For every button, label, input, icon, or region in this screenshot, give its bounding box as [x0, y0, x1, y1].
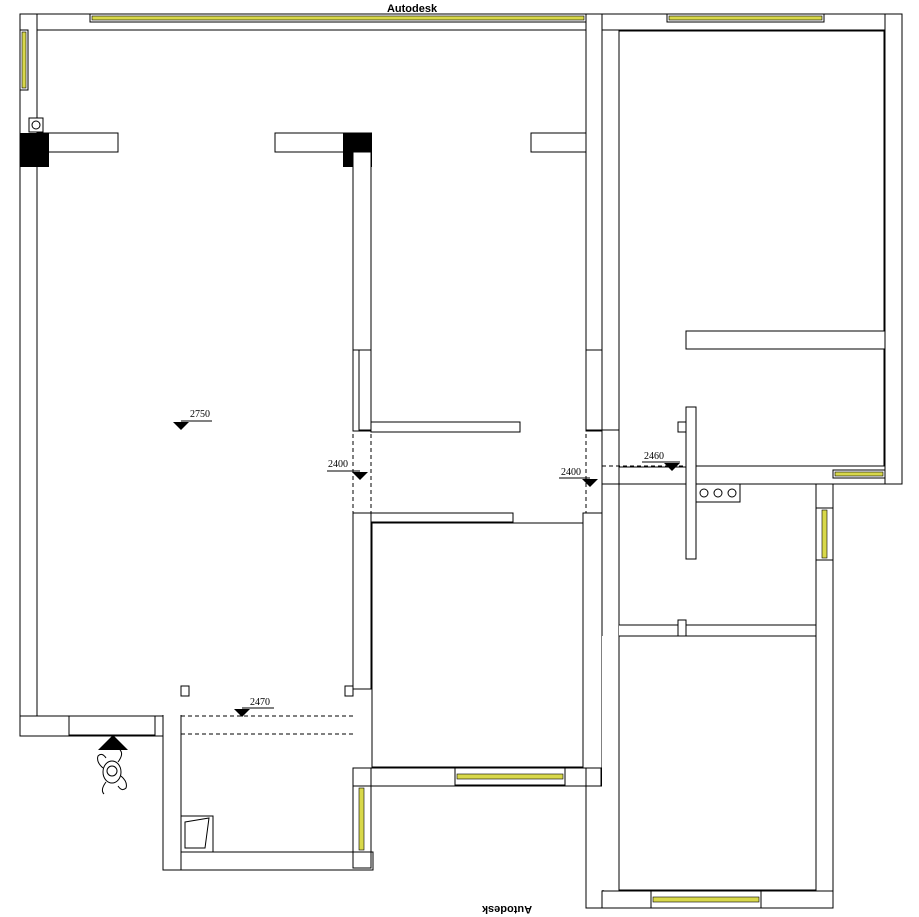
elevation-label-hall-right: 2400 [561, 467, 581, 478]
entrance-arrow-icon [98, 735, 128, 750]
outer-walls [19, 13, 603, 871]
watermark-bottom: Autodesk [481, 903, 532, 915]
elevation-label-hall-left: 2400 [328, 459, 348, 470]
elevation-label-living: 2750 [190, 409, 210, 420]
elevation-marker-entry: 2470 [234, 697, 274, 717]
elevation-marker-hall-left: 2400 [327, 459, 368, 480]
elevation-marker-living: 2750 [173, 409, 212, 430]
appliance-icon [180, 815, 214, 853]
window-icon [19, 13, 886, 909]
watermark-top: Autodesk [387, 3, 438, 15]
person-icon [97, 749, 127, 795]
elevation-marker-hall-right: 2400 [559, 467, 598, 487]
stove-burner-icon [699, 488, 737, 498]
door-openings [181, 350, 686, 735]
elevation-marker-kitchen: 2460 [642, 451, 680, 471]
elevation-label-kitchen: 2460 [644, 451, 664, 462]
elevation-label-entry: 2470 [250, 697, 270, 708]
